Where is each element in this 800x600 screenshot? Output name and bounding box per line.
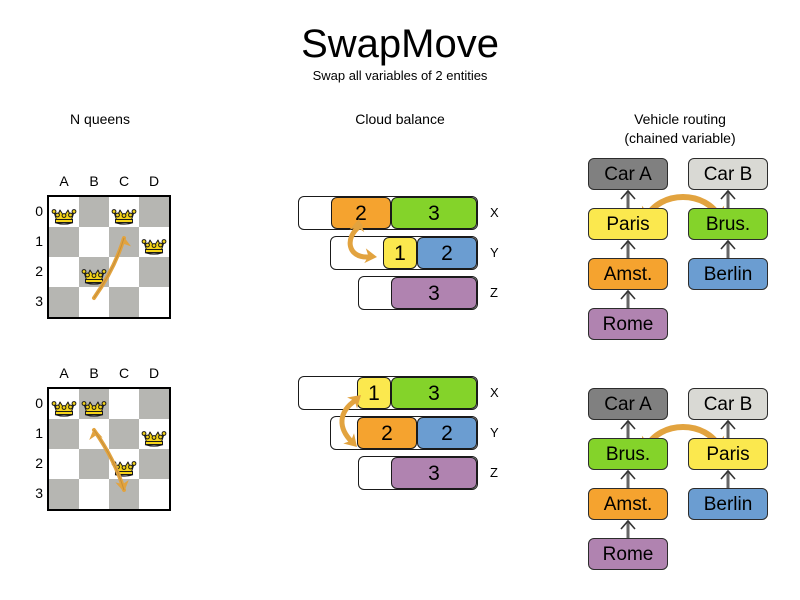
cloud-process-y-1[interactable]: 1 xyxy=(383,237,417,269)
vrp-customer-brus[interactable]: Brus. xyxy=(688,208,768,240)
cloud-process-z-1[interactable]: 3 xyxy=(391,277,477,309)
board-column-label-b: B xyxy=(89,365,99,381)
cloud-computer-label-x: X xyxy=(490,385,499,400)
chessboard[interactable] xyxy=(47,195,171,319)
board-row-label-0: 0 xyxy=(35,395,43,411)
board-cell-b2[interactable] xyxy=(79,449,109,479)
vrp-vehicle-car-a[interactable]: Car A xyxy=(588,388,668,420)
board-column-label-a: A xyxy=(59,173,69,189)
vrp-customer-rome[interactable]: Rome xyxy=(588,538,668,570)
board-cell-b1[interactable] xyxy=(79,227,109,257)
board-cell-d2[interactable] xyxy=(139,449,169,479)
cloud-process-x-2[interactable]: 3 xyxy=(391,197,477,229)
section-heading-nqueens: N queens xyxy=(70,111,130,127)
section-heading-vehicle-routing: Vehicle routing (chained variable) xyxy=(580,110,780,148)
board-cell-b0[interactable] xyxy=(79,197,109,227)
board-column-label-d: D xyxy=(148,365,160,381)
vrp-customer-berlin[interactable]: Berlin xyxy=(688,258,768,290)
page-subtitle: Swap all variables of 2 entities xyxy=(312,68,488,83)
board-cell-b3[interactable] xyxy=(79,287,109,317)
queen-swap-arrow xyxy=(89,428,129,492)
board-column-label-c: C xyxy=(118,173,130,189)
vrp-customer-paris[interactable]: Paris xyxy=(688,438,768,470)
vrp-customer-amst[interactable]: Amst. xyxy=(588,488,668,520)
board-cell-b3[interactable] xyxy=(79,479,109,509)
cloud-computer-label-z: Z xyxy=(490,285,498,300)
vrp-customer-paris[interactable]: Paris xyxy=(588,208,668,240)
board-row-label-2: 2 xyxy=(35,263,43,279)
section-heading-cloud-balance: Cloud balance xyxy=(355,111,445,127)
cloud-computer-label-y: Y xyxy=(490,425,499,440)
board-row-label-3: 3 xyxy=(35,485,43,501)
vrp-customer-berlin[interactable]: Berlin xyxy=(688,488,768,520)
cloud-process-y-2[interactable]: 2 xyxy=(417,417,477,449)
cloud-process-x-1[interactable]: 1 xyxy=(357,377,391,409)
cloud-computer-label-y: Y xyxy=(490,245,499,260)
cloud-computer-label-x: X xyxy=(490,205,499,220)
board-cell-d3[interactable] xyxy=(139,479,169,509)
board-cell-a1[interactable] xyxy=(49,419,79,449)
page-title: SwapMove xyxy=(301,22,499,66)
vrp-heading-line-2: (chained variable) xyxy=(624,130,736,146)
board-row-label-0: 0 xyxy=(35,203,43,219)
cloud-swap-arrow xyxy=(339,395,361,447)
vrp-customer-amst[interactable]: Amst. xyxy=(588,258,668,290)
board-cell-a2[interactable] xyxy=(49,257,79,287)
board-cell-d0[interactable] xyxy=(139,389,169,419)
vrp-vehicle-car-b[interactable]: Car B xyxy=(688,158,768,190)
board-column-label-c: C xyxy=(118,365,130,381)
vrp-vehicle-car-a[interactable]: Car A xyxy=(588,158,668,190)
cloud-process-x-2[interactable]: 3 xyxy=(391,377,477,409)
board-row-label-2: 2 xyxy=(35,455,43,471)
vrp-customer-brus[interactable]: Brus. xyxy=(588,438,668,470)
board-cell-d3[interactable] xyxy=(139,287,169,317)
board-row-label-3: 3 xyxy=(35,293,43,309)
cloud-process-x-1[interactable]: 2 xyxy=(331,197,391,229)
board-cell-d2[interactable] xyxy=(139,257,169,287)
board-row-label-1: 1 xyxy=(35,425,43,441)
board-cell-c1[interactable] xyxy=(109,419,139,449)
board-column-label-b: B xyxy=(89,173,99,189)
cloud-process-y-2[interactable]: 2 xyxy=(417,237,477,269)
vrp-customer-rome[interactable]: Rome xyxy=(588,308,668,340)
board-cell-a1[interactable] xyxy=(49,227,79,257)
cloud-computer-label-z: Z xyxy=(490,465,498,480)
cloud-process-y-1[interactable]: 2 xyxy=(357,417,417,449)
board-column-label-a: A xyxy=(59,365,69,381)
cloud-swap-arrow xyxy=(347,219,377,264)
vrp-vehicle-car-b[interactable]: Car B xyxy=(688,388,768,420)
vrp-heading-line-1: Vehicle routing xyxy=(634,111,726,127)
board-cell-c3[interactable] xyxy=(109,287,139,317)
board-row-label-1: 1 xyxy=(35,233,43,249)
queen-swap-arrow xyxy=(92,236,132,300)
cloud-process-z-1[interactable]: 3 xyxy=(391,457,477,489)
board-cell-c0[interactable] xyxy=(109,389,139,419)
chessboard[interactable] xyxy=(47,387,171,511)
board-cell-a3[interactable] xyxy=(49,287,79,317)
board-cell-a2[interactable] xyxy=(49,449,79,479)
board-cell-a3[interactable] xyxy=(49,479,79,509)
board-cell-d0[interactable] xyxy=(139,197,169,227)
board-column-label-d: D xyxy=(148,173,160,189)
